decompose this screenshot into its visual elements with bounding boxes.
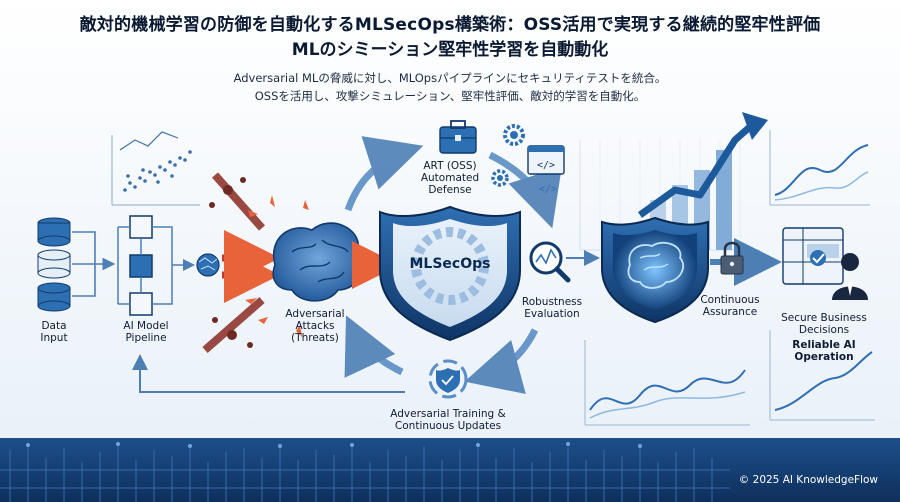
label-reliable-ai-operation: Reliable AI Operation (792, 339, 856, 363)
scatter-plot-top-left (111, 131, 200, 206)
page-title-second-line: MLのシミーション堅牢性学習を自動動化 (291, 40, 609, 60)
lock-icon (720, 241, 744, 275)
subtitle-line-1: Adversarial MLの脅威に対し、MLOpsパイプラインにセキュリティテ… (233, 71, 667, 85)
dashboard-icon (782, 227, 844, 285)
footer-band (0, 438, 900, 502)
label-ai-model-pipeline: AI Model Pipeline (123, 320, 169, 344)
cycle-arrows (344, 136, 562, 394)
data-to-pipeline-connectors (72, 231, 116, 297)
label-adversarial-attacks: Adversarial Attacks (Threats) (285, 308, 345, 344)
database-icon (37, 217, 71, 312)
label-data-input: Data Input (40, 320, 68, 344)
glowing-brain-icon (627, 241, 685, 289)
subtitle-line-2: OSSを活用し、攻撃シミュレーション、堅牢性評価、敵対的学習を自動化。 (254, 89, 646, 103)
label-mlsecops: MLSecOps (409, 256, 491, 272)
copyright-text: © 2025 AI KnowledgeFlow (738, 474, 878, 486)
toolbox-icon (439, 120, 477, 154)
feedback-loop-arrow (132, 354, 405, 393)
svg-text:</>: </> (539, 184, 557, 195)
magnifier-icon (529, 241, 571, 283)
gear-icon (491, 124, 525, 187)
code-window-icon: </> </> (527, 145, 565, 195)
line-chart-bottom-right (584, 330, 875, 426)
attack-arrows (202, 172, 309, 354)
label-secure-business-decisions: Secure Business Decisions (781, 312, 867, 336)
adversarial-training-icon (428, 359, 468, 399)
label-continuous-assurance: Continuous Assurance (700, 294, 760, 318)
businessperson-icon (832, 253, 868, 300)
mlsecops-shield (379, 205, 521, 342)
svg-text:</>: </> (537, 160, 555, 171)
page-title: 敵対的機械学習の防御を自動化するMLSecOps構築術：OSS活用で実現する継続… (79, 15, 821, 35)
label-art-oss: ART (OSS) Automated Defense (420, 160, 480, 196)
line-chart-top-right (769, 130, 870, 206)
label-robustness-evaluation: Robustness Evaluation (521, 296, 583, 320)
pipeline-blocks-icon (117, 215, 195, 316)
neural-network-sphere-icon (196, 253, 220, 277)
adversarial-brain-icon (272, 222, 365, 302)
label-adversarial-training: Adversarial Training & Continuous Update… (390, 408, 506, 432)
